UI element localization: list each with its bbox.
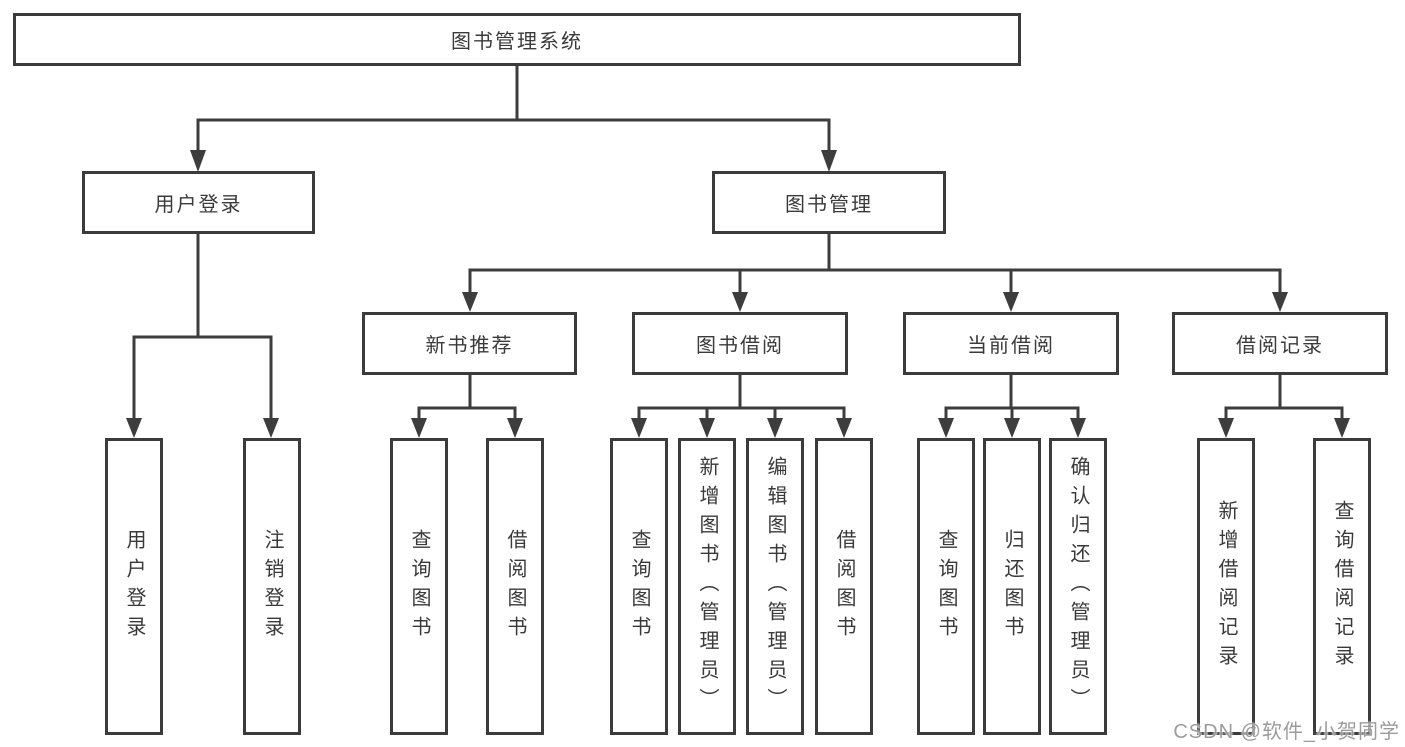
leaf-borrowing-add-books-admin: 新增图书（管理员） <box>678 438 736 735</box>
connector-borrow-records-fan <box>1218 373 1350 438</box>
arrowhead <box>1003 292 1019 312</box>
leaf-borrowing-query-books: 查询图书 <box>610 438 668 735</box>
node-label: 图书管理系统 <box>451 31 583 53</box>
node-label: 图书管理 <box>785 194 873 216</box>
leaf-current-query-books: 查询图书 <box>917 438 975 735</box>
arrowhead <box>699 418 715 438</box>
leaf-logout-login: 注销登录 <box>243 438 301 735</box>
node-book-borrowing: 图书借阅 <box>632 312 848 375</box>
leaf-label: 编辑图书（管理员） <box>764 456 786 717</box>
connector-book-borrow-fan <box>631 373 852 438</box>
connector-book-management-fan <box>462 232 1288 312</box>
leaf-label: 注销登录 <box>261 528 283 645</box>
leaf-label: 归还图书 <box>1001 528 1023 645</box>
node-label: 图书借阅 <box>696 335 784 357</box>
connector-root-to-level2 <box>190 64 837 172</box>
arrowhead <box>411 418 427 438</box>
arrowhead <box>263 418 279 438</box>
node-user-login: 用户登录 <box>82 171 315 234</box>
connector-current-borrow-fan <box>938 373 1086 438</box>
node-label: 用户登录 <box>154 194 243 216</box>
leaf-label: 查询借阅记录 <box>1331 499 1353 674</box>
leaf-label: 借阅图书 <box>504 528 526 645</box>
node-library-system: 图书管理系统 <box>13 13 1021 66</box>
node-borrowing-records: 借阅记录 <box>1172 312 1388 375</box>
leaf-newbook-borrow-books: 借阅图书 <box>486 438 544 735</box>
arrowhead <box>1218 418 1234 438</box>
arrowhead <box>507 418 523 438</box>
arrowhead <box>767 418 783 438</box>
node-label: 新书推荐 <box>425 335 514 357</box>
leaf-label: 新增图书（管理员） <box>696 456 718 717</box>
leaf-label: 查询图书 <box>935 528 957 645</box>
leaf-records-query-record: 查询借阅记录 <box>1313 438 1371 735</box>
leaf-current-confirm-return-admin: 确认归还（管理员） <box>1049 438 1107 735</box>
leaf-borrowing-edit-books-admin: 编辑图书（管理员） <box>746 438 804 735</box>
arrowhead <box>1272 292 1288 312</box>
leaf-user-login: 用户登录 <box>105 438 163 735</box>
node-label: 借阅记录 <box>1236 335 1324 357</box>
arrowhead <box>1004 418 1020 438</box>
arrowhead <box>1070 418 1086 438</box>
leaf-label: 新增借阅记录 <box>1215 499 1237 674</box>
leaf-label: 借阅图书 <box>833 528 855 645</box>
leaf-records-add-record: 新增借阅记录 <box>1197 438 1255 735</box>
connector-user-login-fan <box>126 232 279 438</box>
arrowhead <box>821 150 837 172</box>
arrowhead <box>190 150 206 172</box>
arrowhead <box>126 418 142 438</box>
connector-new-book-fan <box>411 373 523 438</box>
leaf-label: 查询图书 <box>408 528 430 645</box>
node-label: 当前借阅 <box>967 335 1055 357</box>
leaf-label: 用户登录 <box>123 528 145 645</box>
leaf-label: 查询图书 <box>628 528 650 645</box>
leaf-borrowing-borrow-books: 借阅图书 <box>815 438 873 735</box>
node-new-book-recommendation: 新书推荐 <box>362 312 577 375</box>
arrowhead <box>631 418 647 438</box>
watermark: CSDN @软件_小贺同学 <box>1173 721 1400 743</box>
node-book-management: 图书管理 <box>712 171 946 234</box>
leaf-newbook-query-books: 查询图书 <box>390 438 448 735</box>
node-current-borrowing: 当前借阅 <box>903 312 1119 375</box>
arrowhead <box>462 292 478 312</box>
leaf-label: 确认归还（管理员） <box>1067 456 1089 717</box>
arrowhead <box>1334 418 1350 438</box>
arrowhead <box>938 418 954 438</box>
arrowhead <box>836 418 852 438</box>
leaf-current-return-books: 归还图书 <box>983 438 1041 735</box>
arrowhead <box>732 292 748 312</box>
